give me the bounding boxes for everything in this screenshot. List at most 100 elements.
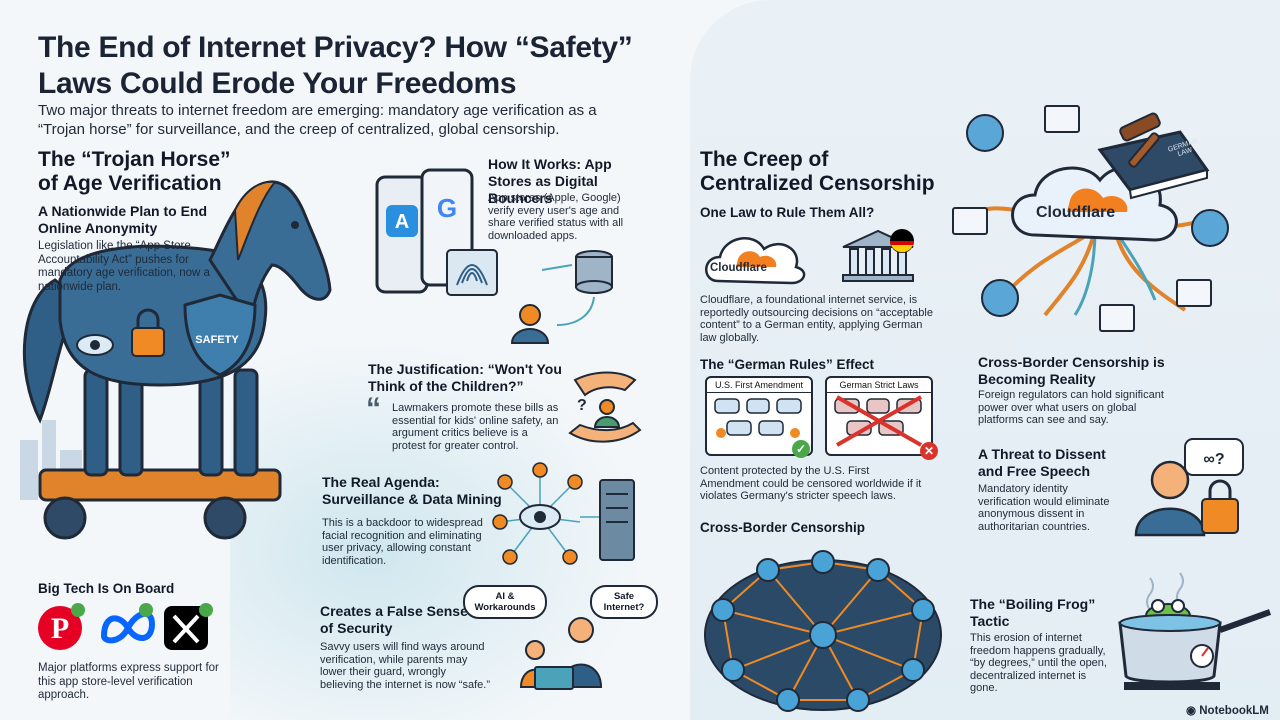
person-silhouette-icon [1134, 460, 1206, 537]
page-title: The End of Internet Privacy? How “Safety… [38, 30, 633, 102]
stove-icon [1124, 682, 1220, 690]
laptop-icon [534, 666, 574, 690]
horse-shield-label: SAFETY [195, 334, 239, 346]
child-icon [525, 640, 545, 660]
server-icon [599, 479, 635, 561]
false-security-title: Creates a False Sense of Security [320, 603, 468, 636]
speech-bubbles-icon [714, 398, 802, 438]
broken-link-speech-bubble-icon: ∞? [1184, 438, 1244, 476]
one-law-body: Cloudflare, a foundational internet serv… [700, 294, 933, 344]
false-security-body: Savvy users will find ways around verifi… [320, 641, 490, 691]
safe-internet-speech-bubble: Safe Internet? [590, 585, 658, 619]
censorship-hub-illustration [952, 105, 1229, 332]
svg-text:A: A [395, 211, 409, 233]
how-it-works-body: App stores (Apple, Google) verify every … [488, 192, 624, 242]
page-title-line-1: The End of Internet Privacy? How “Safety… [38, 31, 633, 64]
flow-arrow [556, 296, 595, 326]
surveillance-illustration [492, 462, 635, 565]
cross-border-reality-body: Foreign regulators can hold significant … [978, 389, 1164, 426]
person-avatar-icons [492, 462, 583, 565]
horse-mane [233, 180, 277, 261]
censorship-section-title: The Creep of Centralized Censorship [700, 148, 935, 196]
cloudflare-cloud-badge [705, 237, 806, 285]
cross-border-reality-title: Cross-Border Censorship is Becoming Real… [978, 354, 1165, 387]
boiling-frog-body: This erosion of internet freedom happens… [970, 632, 1107, 694]
app-store-illustration: A G [375, 168, 613, 344]
cloudflare-logo [736, 251, 777, 267]
trojan-horse-title-line-1: The “Trojan Horse” [38, 148, 231, 171]
wheel-icon [43, 496, 87, 540]
german-rules-body: Content protected by the U.S. First Amen… [700, 465, 922, 502]
notebooklm-watermark: ◉ NotebookLM [1186, 703, 1269, 717]
cloudflare-logo [1067, 188, 1128, 212]
user-icon [510, 304, 550, 344]
thermometer-gauge-icon [1190, 644, 1214, 668]
horse-eye-icon [291, 221, 299, 229]
protective-hands-illustration: ? [568, 371, 642, 443]
hand-icon [573, 371, 637, 397]
us-first-amendment-label: U.S. First Amendment [707, 378, 811, 393]
parent-icon [568, 617, 594, 643]
check-icon: ✓ [792, 440, 810, 458]
anonymous-dissent-illustration: ∞? [1134, 438, 1244, 537]
x-logo [164, 606, 208, 650]
german-rules-title: The “German Rules” Effect [700, 357, 875, 372]
justification-title: The Justification: “Won't You Think of t… [368, 361, 562, 394]
svg-text:?: ? [577, 397, 587, 414]
flow-arrow [541, 264, 573, 271]
nationwide-plan-title: A Nationwide Plan to End Online Anonymit… [38, 203, 208, 236]
meta-logo [100, 611, 156, 644]
big-tech-title: Big Tech Is On Board [38, 581, 175, 596]
real-agenda-title: The Real Agenda: Surveillance & Data Min… [322, 474, 522, 508]
justification-body: Lawmakers promote these bills as essenti… [392, 402, 559, 452]
cloudflare-label: Cloudflare [710, 262, 767, 274]
boiling-frog-illustration [1118, 572, 1272, 690]
dissent-title: A Threat to Dissent and Free Speech [978, 446, 1106, 479]
intro-line-1: Two major threats to internet freedom ar… [38, 102, 597, 119]
hand-icon [568, 421, 642, 443]
global-network-illustration [704, 550, 942, 712]
database-icon [575, 250, 613, 294]
german-government-building-icon [842, 229, 914, 282]
dissent-body: Mandatory identity verification would el… [978, 483, 1110, 533]
big-tech-logos: P [38, 603, 213, 650]
steam-icon [1146, 577, 1154, 611]
trojan-horse-section-title: The “Trojan Horse” of Age Verification [38, 148, 231, 196]
cross-border-label: Cross-Border Censorship [700, 520, 866, 535]
notebooklm-label: NotebookLM [1199, 705, 1269, 717]
page-title-line-2: Laws Could Erode Your Freedoms [38, 67, 517, 100]
gavel-icon [1119, 112, 1161, 168]
workarounds-speech-bubble: AI & Workarounds [463, 585, 547, 619]
parent-child-laptop-illustration [519, 617, 603, 690]
trojan-horse-illustration [20, 180, 332, 540]
real-agenda-title-line-2: Surveillance & Data Mining [322, 491, 502, 507]
censored-bubbles-icon [834, 395, 922, 447]
lock-icon [131, 308, 165, 357]
cross-out-icon [836, 395, 922, 447]
cooking-pot-icon [1118, 609, 1272, 684]
pinterest-logo: P [38, 606, 82, 650]
how-it-works-title: How It Works: App Stores as Digital Boun… [488, 156, 612, 206]
intro-text: Two major threats to internet freedom ar… [38, 101, 678, 139]
globe-node-icons [711, 550, 935, 712]
browser-window-icons [952, 105, 1212, 332]
us-first-amendment-panel: U.S. First Amendment [705, 376, 813, 456]
boiling-frog-title: The “Boiling Frog” Tactic [970, 596, 1096, 629]
nationwide-plan-body: Legislation like the “App Store Accounta… [38, 240, 210, 293]
trojan-horse-title-line-2: of Age Verification [38, 172, 222, 195]
network-cables-blue [1073, 229, 1157, 316]
real-agenda-title-line-1: The Real Agenda: [322, 474, 440, 490]
censorship-title-line-1: The Creep of [700, 148, 829, 171]
x-mark-icon: ✕ [920, 442, 938, 460]
intro-line-2: “Trojan horse” for surveillance, and the… [38, 121, 560, 138]
big-tech-body: Major platforms express support for this… [38, 662, 219, 701]
real-agenda-body: This is a backdoor to widespread facial … [322, 517, 483, 567]
svg-text:P: P [51, 612, 69, 645]
padlock-icon [1201, 479, 1239, 534]
german-flag-icon [890, 229, 914, 253]
hub-cloudflare-label: Cloudflare [1036, 204, 1116, 221]
notebooklm-logo-icon: ◉ [1186, 705, 1197, 717]
horse-platform [38, 468, 282, 502]
one-law-title: One Law to Rule Them All? [700, 205, 875, 220]
wheel-icon [203, 496, 247, 540]
